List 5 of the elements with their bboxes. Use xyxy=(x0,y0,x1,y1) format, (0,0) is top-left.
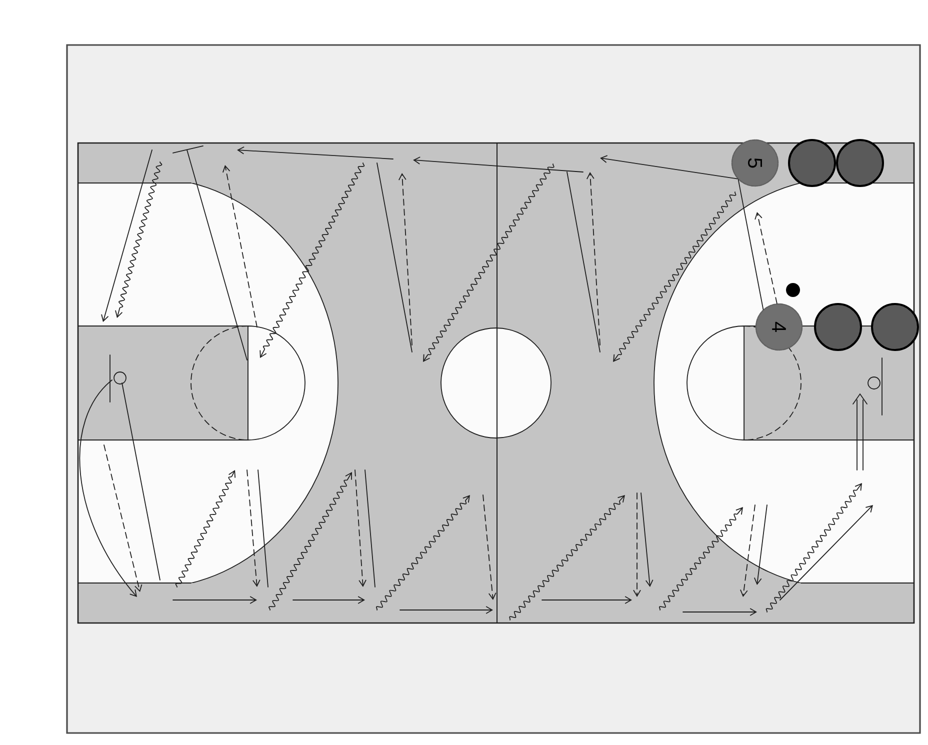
player-circle xyxy=(788,139,836,187)
player-circle xyxy=(836,139,884,187)
arrow xyxy=(754,212,778,304)
arrow xyxy=(600,155,738,180)
line xyxy=(738,179,764,310)
